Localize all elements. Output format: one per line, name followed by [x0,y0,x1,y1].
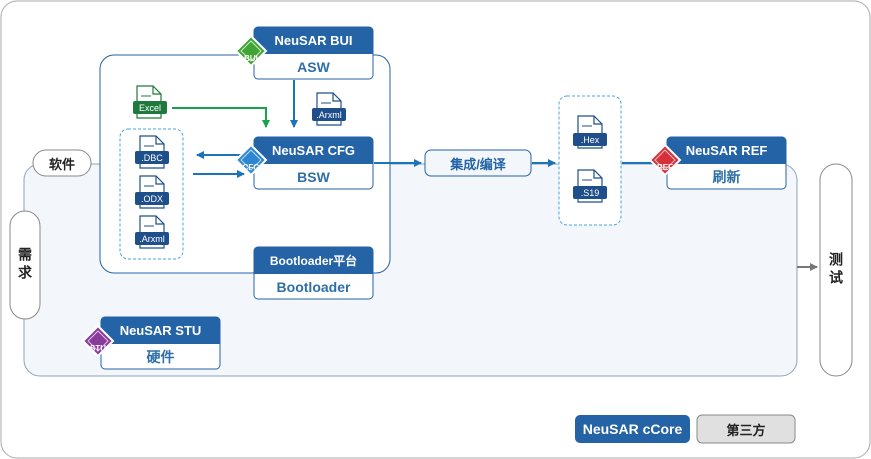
boot-body: Bootloader [276,278,351,295]
excel-file-icon [133,85,167,119]
legend-ccore-label: NeuSAR cCore [582,421,683,437]
legend-third-label: 第三方 [726,422,766,438]
arxml-file-icon-top [312,92,346,126]
cfg-logo-icon [234,143,268,177]
module-stu [100,316,221,370]
module-boot [253,246,374,300]
s19-file-icon [573,169,607,203]
bui-logo-label: BUI [244,53,258,63]
module-ref [666,136,787,190]
bui-body: ASW [297,58,330,75]
ref-header: NeuSAR REF [685,143,768,158]
legend-ccore-box [575,415,690,443]
ref-logo-icon [648,143,682,177]
odx-file-label: .ODX [140,193,163,204]
boot-header: Bootloader平台 [269,254,358,268]
arxml-left-label: .Arxml [139,233,165,244]
hex-file-label: .Hex [580,134,600,145]
cfg-logo-label: CFG [242,162,260,172]
arrow-excel-to-cfg [172,107,270,128]
requirement-pill [9,210,41,320]
integrate-label: 集成/编译 [450,156,506,172]
requirement-label: 需求 [17,247,33,283]
s19-file-label: .S19 [580,187,600,198]
software-pill [32,149,92,177]
test-label: 测试 [828,252,844,288]
test-pill [819,163,853,377]
cfg-header: NeuSAR CFG [271,143,356,158]
excel-file-label: Excel [138,102,161,113]
software-label: 软件 [48,156,75,172]
bui-header: NeuSAR BUI [274,33,353,48]
output-files-group [558,95,622,226]
hex-file-icon [573,115,607,149]
stu-logo-icon [81,324,115,358]
dbc-file-label: .DBC [141,152,163,163]
odx-file-icon [135,175,169,209]
ref-logo-label: REF [657,162,673,172]
legend-third-box [696,414,796,444]
stu-header: NeuSAR STU [119,323,202,338]
bui-logo-icon [234,34,268,68]
stu-logo-label: STU [90,343,106,353]
stu-body: 硬件 [146,348,175,365]
ref-body: 刷新 [712,168,741,185]
module-cfg [253,136,374,190]
cfg-body: BSW [297,168,330,185]
dbc-file-icon [135,135,169,169]
module-bui [253,26,374,80]
integrate-pill [424,149,532,177]
arxml-file-icon-left [135,215,169,249]
arxml-top-label: .Arxml [316,109,342,120]
